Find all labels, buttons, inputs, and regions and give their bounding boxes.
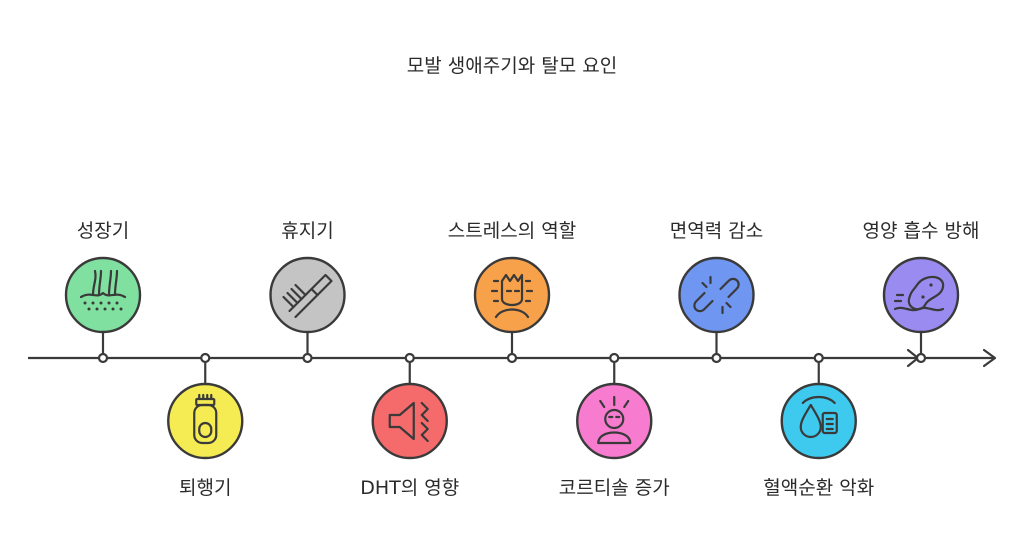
step-label: 스트레스의 역할 bbox=[448, 220, 576, 242]
timeline-step: DHT의 영향 bbox=[360, 352, 459, 499]
axis-marker-dot bbox=[711, 352, 722, 364]
step-label: 성장기 bbox=[77, 220, 129, 242]
step-label: 면역력 감소 bbox=[670, 220, 763, 242]
step-label: 휴지기 bbox=[281, 220, 333, 242]
food-absorption-icon bbox=[893, 275, 945, 312]
stressed-person-icon bbox=[597, 395, 632, 445]
timeline-step: 휴지기 bbox=[269, 220, 346, 364]
step-label: 퇴행기 bbox=[179, 477, 231, 499]
diagram-title: 모발 생애주기와 탈모 요인 bbox=[407, 55, 617, 77]
axis-marker-dot bbox=[506, 352, 518, 364]
blood-drop-chip-icon bbox=[799, 395, 838, 439]
hair-follicle-icon bbox=[79, 269, 127, 311]
axis-marker-dot bbox=[813, 352, 824, 364]
timeline-step: 성장기 bbox=[64, 220, 142, 364]
step-icon-circle bbox=[678, 256, 755, 334]
step-icon-circle bbox=[882, 256, 960, 334]
step-icon-circle bbox=[576, 382, 653, 460]
timeline-step: 면역력 감소 bbox=[670, 220, 763, 364]
hair-clipper-icon bbox=[193, 393, 218, 445]
step-label: 코르티솔 증가 bbox=[559, 477, 670, 499]
axis-marker-dot bbox=[97, 352, 109, 364]
step-label: DHT의 영향 bbox=[360, 477, 459, 499]
comb-icon bbox=[282, 273, 333, 319]
step-icon-circle bbox=[167, 382, 244, 460]
timeline-step: 퇴행기 bbox=[167, 352, 244, 499]
axis-marker-dot bbox=[302, 352, 313, 364]
timeline-step: 혈액순환 악화 bbox=[763, 352, 874, 499]
megaphone-icon bbox=[388, 401, 429, 443]
step-icon-circle bbox=[473, 256, 551, 334]
step-label: 영양 흡수 방해 bbox=[863, 220, 980, 242]
axis-marker-dot bbox=[609, 352, 620, 364]
axis-marker-dot bbox=[200, 352, 211, 364]
timeline-step: 코르티솔 증가 bbox=[559, 352, 670, 499]
stressed-face-icon bbox=[490, 273, 534, 319]
step-label: 혈액순환 악화 bbox=[763, 477, 874, 499]
axis-marker-dot bbox=[915, 352, 927, 364]
timeline-step: 스트레스의 역할 bbox=[448, 220, 576, 364]
axis-marker-dot bbox=[404, 352, 415, 364]
step-icon-circle bbox=[269, 256, 346, 334]
broken-link-icon bbox=[693, 275, 740, 315]
timeline-step: 영양 흡수 방해 bbox=[863, 220, 980, 364]
step-icon-circle bbox=[64, 256, 142, 334]
step-icon-circle bbox=[371, 382, 448, 460]
